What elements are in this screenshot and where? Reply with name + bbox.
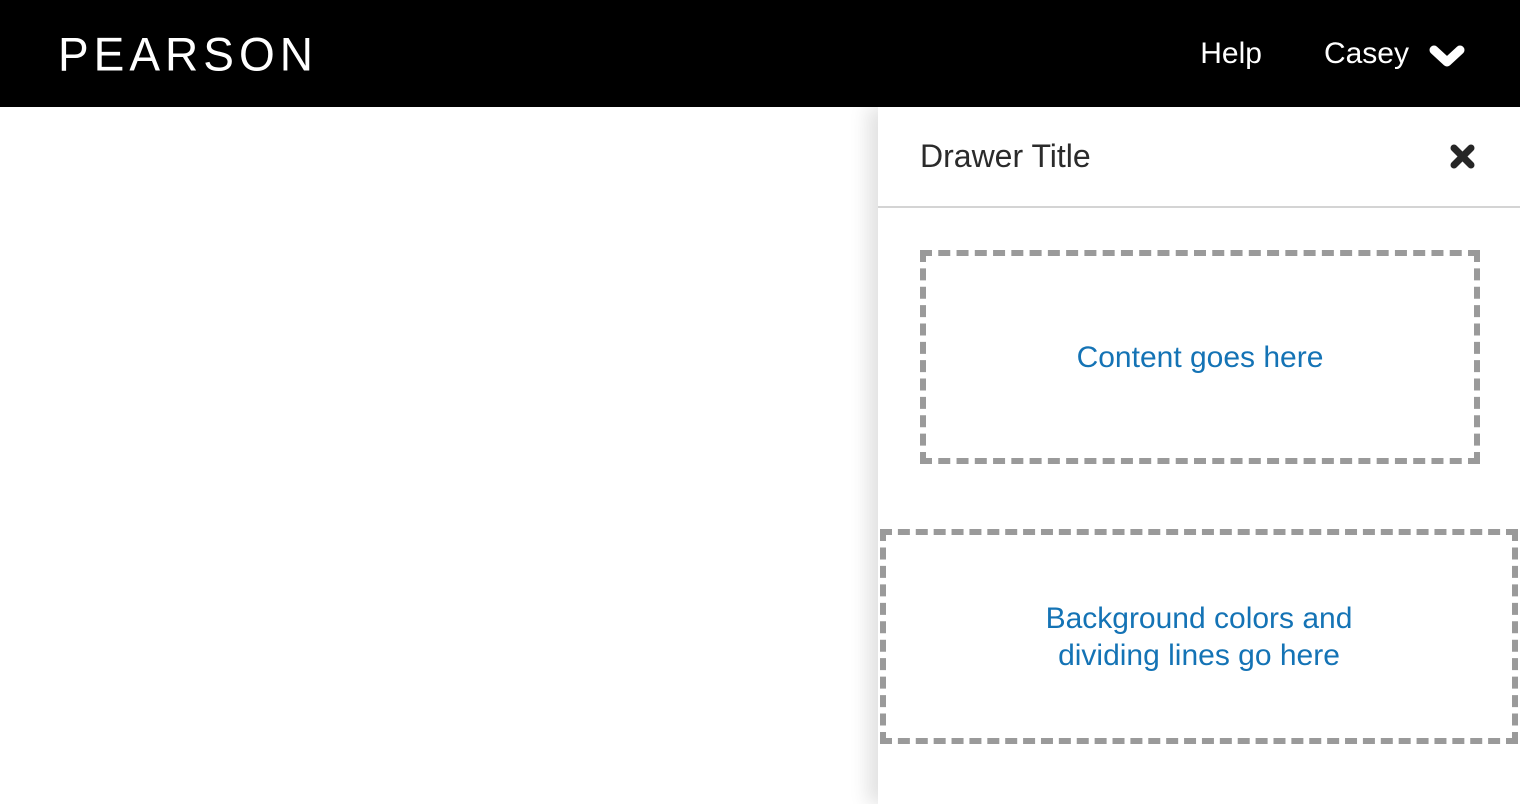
background-placeholder-box: Background colors and dividing lines go … — [880, 529, 1518, 744]
nav-right: Help Casey — [1200, 37, 1465, 71]
close-icon — [1449, 143, 1476, 170]
chevron-down-icon — [1429, 45, 1465, 69]
content-placeholder-box: Content goes here — [920, 250, 1480, 464]
content-placeholder-label: Content goes here — [1076, 340, 1324, 374]
help-link[interactable]: Help — [1200, 36, 1262, 70]
close-button[interactable] — [1445, 139, 1480, 174]
drawer-title: Drawer Title — [920, 138, 1091, 174]
user-menu-button[interactable]: Casey — [1324, 37, 1465, 71]
pearson-logo: PEARSON — [58, 26, 318, 81]
background-placeholder-label: Background colors and dividing lines go … — [1046, 600, 1353, 674]
background-placeholder-line1: Background colors and — [1045, 601, 1353, 635]
top-nav: PEARSON Help Casey — [0, 0, 1520, 107]
user-name-label: Casey — [1323, 36, 1409, 70]
drawer-header: Drawer Title — [878, 107, 1520, 208]
background-placeholder-line2: dividing lines go here — [1058, 638, 1340, 672]
drawer-panel: Drawer Title Content goes here Backgroun… — [878, 107, 1520, 804]
